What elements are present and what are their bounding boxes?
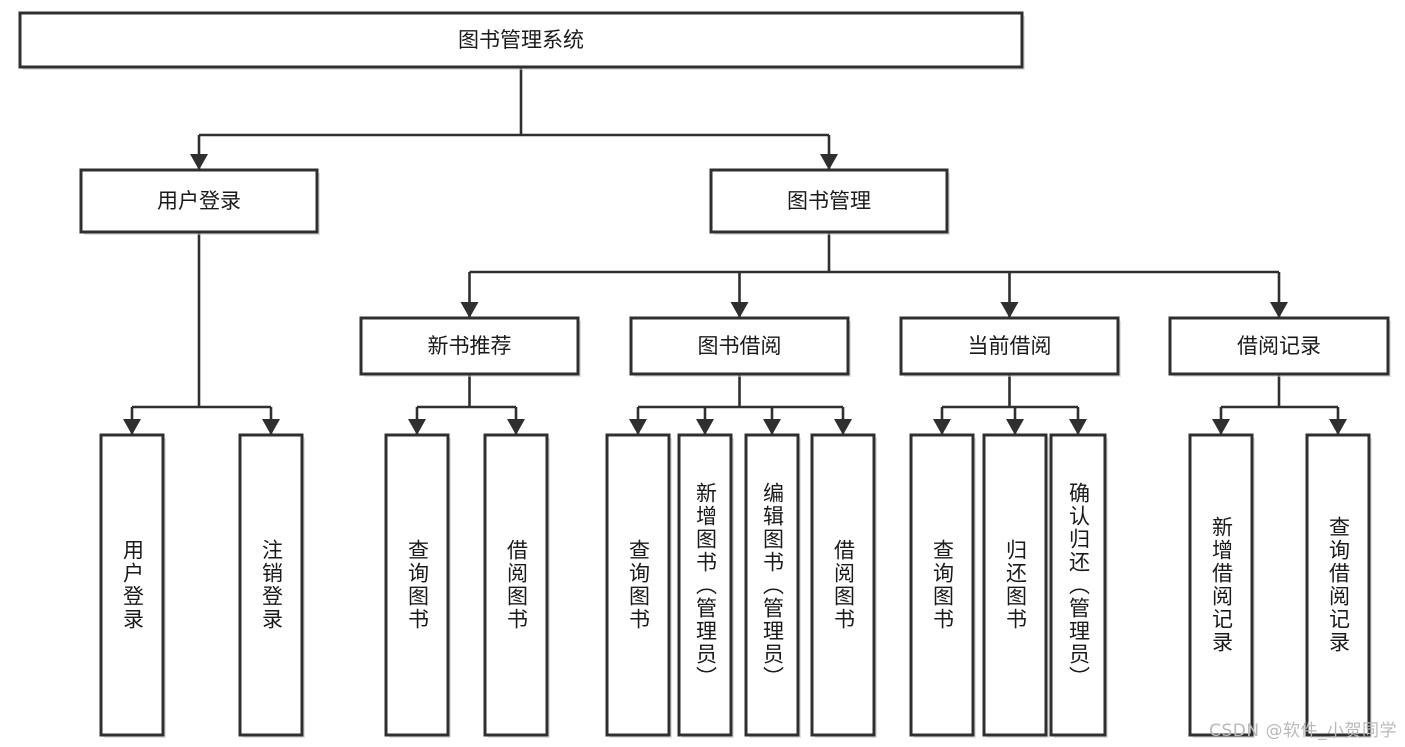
node-leaf-query-record[interactable] [1305,433,1372,738]
node-leaf-logout[interactable] [238,433,305,738]
arrow-head-icon [1329,419,1347,435]
arrow-head-icon [1069,419,1087,435]
node-borrow-record[interactable]: 借阅记录 [1168,316,1391,377]
arrow-head-icon [1006,419,1024,435]
node-user-login[interactable]: 用户登录 [79,168,320,235]
node-new-book-rec[interactable]: 新书推荐 [359,316,581,377]
arrow-head-icon [262,419,280,435]
arrow-head-icon [763,419,781,435]
arrow-head-icon [730,302,749,318]
node-leaf-query-book-2[interactable] [605,433,672,738]
node-book-borrow[interactable]: 图书借阅 [629,316,851,377]
node-label: 图书管理系统 [458,28,584,52]
connector-group-current-borrow [933,374,1087,435]
node-label: 借阅记录 [1237,334,1321,358]
node-label: 用户登录 [157,189,241,213]
connectors-layer [123,67,1347,435]
arrow-head-icon [629,419,647,435]
node-leaf-edit-book[interactable] [744,433,801,738]
arrow-head-icon [507,419,525,435]
arrow-head-icon [408,419,426,435]
node-leaf-add-record[interactable] [1188,433,1255,738]
node-leaf-add-book[interactable] [677,433,734,738]
connector-group-book-borrow [629,374,852,435]
arrow-head-icon [1270,302,1288,318]
node-leaf-query-book-1[interactable] [384,433,451,738]
node-leaf-user-login[interactable] [99,433,166,738]
connector-group-book-manage [460,232,1288,318]
arrow-head-icon [123,419,141,435]
arrow-head-icon [933,419,951,435]
node-label: 图书管理 [787,189,871,213]
node-book-manage[interactable]: 图书管理 [709,168,950,235]
arrow-head-icon [834,419,852,435]
node-label: 图书借阅 [698,334,782,358]
node-leaf-borrow-book-2[interactable] [810,433,877,738]
connector-group-borrow-record [1212,374,1347,435]
node-leaf-confirm-return[interactable] [1049,433,1108,738]
node-label: 新书推荐 [428,334,512,358]
arrow-head-icon [820,154,838,170]
node-label: 当前借阅 [968,334,1052,358]
arrow-head-icon [1000,302,1019,318]
connector-group-root [190,67,838,170]
arrow-head-icon [696,419,714,435]
watermark-text: CSDN @软件_小贺同学 [1209,721,1397,741]
connector-group-user-login [123,232,280,435]
node-leaf-borrow-book-1[interactable] [483,433,550,738]
node-leaf-return-book[interactable] [982,433,1049,738]
arrow-head-icon [190,154,208,170]
node-root[interactable]: 图书管理系统 [18,11,1025,70]
node-leaf-query-book-3[interactable] [909,433,976,738]
node-current-borrow[interactable]: 当前借阅 [899,316,1121,377]
connector-group-new-book-rec [408,374,525,435]
arrow-head-icon [460,302,479,318]
arrow-head-icon [1212,419,1230,435]
